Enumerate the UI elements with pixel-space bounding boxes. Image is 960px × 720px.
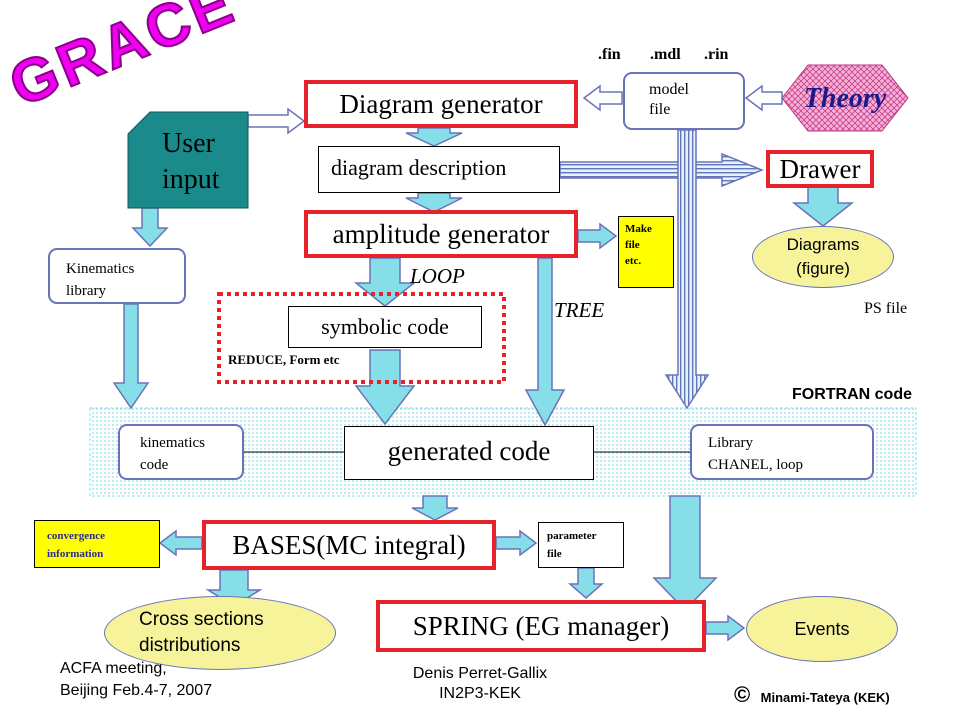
diagrams-figure-line2: (figure): [796, 259, 850, 278]
footer-left: ACFA meeting, Beijing Feb.4-7, 2007: [60, 658, 280, 706]
symbolic-code-box: symbolic code: [288, 306, 482, 348]
footer-center-line2: IN2P3-KEK: [439, 685, 521, 702]
arrow-generated-to-bases: [411, 495, 459, 521]
cross-sections-ellipse: Cross sections distributions: [104, 596, 336, 670]
reduce-form-box: [217, 292, 506, 384]
arrow-user-to-kinematics: [131, 207, 169, 248]
diagram-generator-label: Diagram generator: [339, 88, 543, 119]
amplitude-generator-label: amplitude generator: [332, 218, 550, 249]
extension-labels: .fin .mdl .rin: [598, 46, 778, 68]
arrow-parameter-to-spring: [568, 567, 604, 599]
user-input-shape: [127, 111, 249, 209]
footer-left-line2: Beijing Feb.4-7, 2007: [60, 682, 213, 699]
kinematics-library-line2: library: [66, 283, 106, 299]
ext-mdl: .mdl: [650, 46, 681, 63]
parameter-file-box: parameter file: [538, 522, 624, 568]
model-file-line1: model: [649, 81, 689, 98]
library-chanel-line2: CHANEL, loop: [708, 457, 803, 473]
reduce-form-label: REDUCE, Form etc: [228, 352, 340, 367]
ps-file-label: PS file: [864, 300, 908, 317]
bases-box: BASES(MC integral): [202, 520, 496, 570]
arrow-bases-to-convergence: [158, 529, 203, 557]
arrow-loop: [353, 257, 417, 307]
arrow-kinematics-lib-to-code: [112, 303, 150, 410]
cross-sections-line2: distributions: [139, 635, 241, 656]
symbolic-code-label: symbolic code: [321, 314, 449, 339]
spring-label: SPRING (EG manager): [412, 610, 670, 641]
arrow-drawer-to-diagrams: [791, 184, 855, 227]
user-input-line2: input: [162, 164, 220, 195]
theory-label: Theory: [803, 83, 887, 114]
kinematics-code-box: kinematics code: [118, 424, 244, 480]
diagram-generator-box: Diagram generator: [304, 80, 578, 128]
parameter-file-line2: file: [547, 548, 562, 560]
credit-text: Minami-Tateya (KEK): [760, 690, 890, 705]
ext-fin: .fin: [598, 46, 621, 63]
diagrams-figure-line1: Diagrams: [786, 235, 860, 254]
parameter-file-line1: parameter: [547, 530, 597, 542]
convergence-line2: information: [47, 548, 104, 560]
generated-code-label: generated code: [387, 435, 551, 466]
makefile-line2: file: [625, 239, 640, 251]
cross-sections-line1: Cross sections: [139, 609, 264, 630]
convergence-box: convergence information: [34, 520, 160, 568]
arrow-generator-to-description: [405, 127, 463, 147]
generated-code-box: generated code: [344, 426, 594, 480]
kinematics-library-line1: Kinematics: [66, 261, 135, 277]
arrow-description-to-amplitude: [405, 192, 463, 213]
events-ellipse: Events: [746, 596, 898, 662]
ext-rin: .rin: [704, 46, 729, 63]
events-label: Events: [794, 618, 850, 639]
loop-label: LOOP: [410, 264, 465, 288]
arrow-bases-to-parameter: [495, 529, 538, 557]
makefile-line3: etc.: [625, 255, 642, 267]
arrow-description-to-drawer: [559, 152, 765, 188]
diagram-description-label: diagram description: [331, 154, 507, 180]
arrow-library-to-spring: [652, 495, 718, 612]
footer-credit: © Minami-Tateya (KEK): [734, 682, 956, 708]
footer-left-line1: ACFA meeting,: [60, 660, 167, 677]
tree-label: TREE: [554, 298, 605, 322]
makefile-line1: Make: [625, 223, 652, 235]
amplitude-generator-box: amplitude generator: [304, 210, 578, 258]
arrow-user-to-diagram-generator: [247, 107, 306, 135]
user-input-line1: User: [162, 128, 215, 159]
arrow-spring-to-events: [705, 614, 746, 642]
kinematics-library-box: Kinematics library: [48, 248, 186, 304]
footer-center: Denis Perret-Gallix IN2P3-KEK: [360, 664, 600, 712]
drawer-label: Drawer: [779, 153, 861, 184]
arrow-symbolic-to-generated: [354, 349, 416, 426]
arrow-amplitude-to-makefile: [577, 222, 618, 250]
library-chanel-box: Library CHANEL, loop: [690, 424, 874, 480]
fortran-code-label: FORTRAN code: [792, 386, 912, 403]
diagrams-figure-ellipse: Diagrams (figure): [752, 226, 894, 288]
arrow-theory-to-model: [744, 84, 783, 112]
model-file-box: model file: [623, 72, 745, 130]
arrow-model-to-library: [664, 129, 710, 410]
user-input-label: User input: [128, 126, 248, 206]
kinematics-code-line2: code: [140, 457, 169, 473]
convergence-line1: convergence: [47, 530, 106, 542]
model-file-line2: file: [649, 101, 671, 118]
bases-label: BASES(MC integral): [232, 529, 466, 560]
diagram-description-box: diagram description: [318, 146, 560, 193]
footer-center-line1: Denis Perret-Gallix: [412, 665, 548, 682]
copyright-symbol: ©: [734, 682, 751, 707]
library-chanel-line1: Library: [708, 435, 753, 451]
drawer-box: Drawer: [766, 150, 874, 188]
makefile-box: Make file etc.: [618, 216, 674, 288]
arrow-tree: [524, 257, 566, 427]
spring-box: SPRING (EG manager): [376, 600, 706, 652]
kinematics-code-line1: kinematics: [140, 435, 205, 451]
arrow-model-to-diagram-generator: [582, 84, 623, 112]
